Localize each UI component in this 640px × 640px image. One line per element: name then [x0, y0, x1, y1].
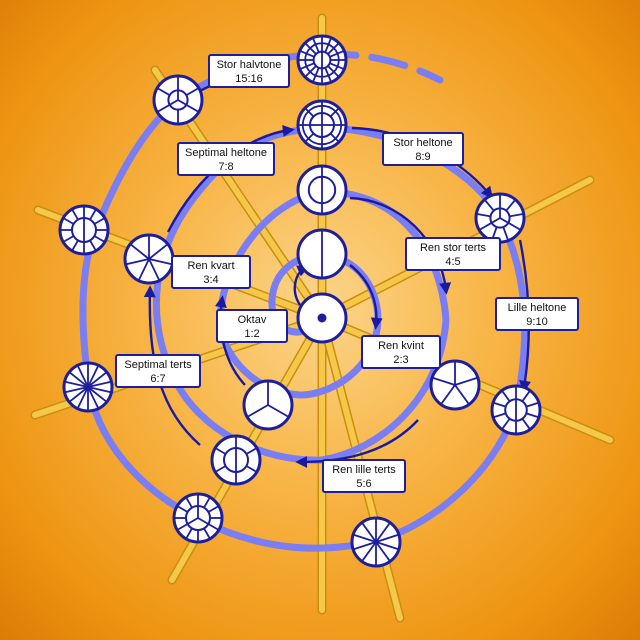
arrow-ren-kvint: [349, 264, 383, 330]
node-n14[interactable]: [62, 361, 114, 413]
node-n5[interactable]: [429, 359, 481, 411]
svg-text:8:9: 8:9: [415, 151, 430, 163]
ringed-tenths-icon: [350, 516, 402, 568]
svg-text:Oktav: Oktav: [238, 314, 267, 326]
double-ringed-icon: [296, 34, 348, 86]
label-stor-halvtone[interactable]: Stor halvtone 15:16: [208, 54, 290, 88]
label-ren-kvart[interactable]: Ren kvart 3:4: [171, 255, 251, 289]
label-lille-heltone[interactable]: Lille heltone 9:10: [495, 297, 579, 331]
halved-circle-icon: [296, 228, 348, 280]
ringed-sixths-icon: [58, 204, 110, 256]
node-n6b[interactable]: [172, 492, 224, 544]
five-sector-icon: [429, 359, 481, 411]
node-n10[interactable]: [490, 384, 542, 436]
svg-text:9:10: 9:10: [526, 316, 547, 328]
node-n2[interactable]: [296, 228, 348, 280]
seven-sector-icon: [123, 233, 175, 285]
svg-text:Ren lille terts: Ren lille terts: [332, 464, 396, 476]
svg-text:Stor heltone: Stor heltone: [393, 137, 452, 149]
node-n4[interactable]: [296, 164, 348, 216]
svg-text:Lille heltone: Lille heltone: [508, 302, 567, 314]
svg-text:Stor halvtone: Stor halvtone: [217, 59, 282, 71]
ringed-quarters-icon: [296, 99, 348, 151]
label-septimal-terts[interactable]: Septimal terts 6:7: [115, 354, 201, 388]
label-ren-stor-terts[interactable]: Ren stor terts 4:5: [405, 237, 501, 271]
arrow-ren-lille-terts: [295, 419, 419, 468]
svg-text:6:7: 6:7: [150, 373, 165, 385]
svg-text:1:2: 1:2: [244, 328, 259, 340]
ringed-thirds-icon: [474, 192, 526, 244]
node-n12[interactable]: [58, 204, 110, 256]
svg-text:15:16: 15:16: [235, 73, 263, 85]
ringed-halves-icon: [296, 164, 348, 216]
label-stor-heltone[interactable]: Stor heltone 8:9: [382, 132, 464, 166]
label-oktav[interactable]: Oktav 1:2: [216, 309, 288, 343]
thirds-ringed-icon: [172, 492, 224, 544]
svg-text:Ren kvint: Ren kvint: [378, 340, 424, 352]
svg-text:4:5: 4:5: [445, 256, 460, 268]
ringed-sevenths-icon: [62, 361, 114, 413]
label-layer: Oktav 1:2 Ren kvint 2:3 Ren kvart 3:4 Re…: [115, 54, 579, 493]
three-sector-icon: [242, 379, 294, 431]
arrow-ren-stor-terts: [349, 196, 452, 295]
svg-text:5:6: 5:6: [356, 478, 371, 490]
dot-circle-icon: [296, 292, 348, 344]
label-ren-kvint[interactable]: Ren kvint 2:3: [361, 335, 441, 369]
node-n20[interactable]: [350, 516, 402, 568]
node-n7[interactable]: [123, 233, 175, 285]
node-n6[interactable]: [210, 434, 262, 486]
svg-text:Ren stor terts: Ren stor terts: [420, 242, 487, 254]
ringed-thirds-icon: [210, 434, 262, 486]
svg-text:Septimal heltone: Septimal heltone: [185, 147, 267, 159]
node-n3[interactable]: [242, 379, 294, 431]
svg-text:7:8: 7:8: [218, 161, 233, 173]
svg-text:Ren kvart: Ren kvart: [187, 260, 234, 272]
label-septimal-heltone[interactable]: Septimal heltone 7:8: [177, 142, 275, 176]
node-n8[interactable]: [296, 99, 348, 151]
node-n1[interactable]: [296, 292, 348, 344]
node-layer: [58, 34, 542, 568]
node-n16[interactable]: [296, 34, 348, 86]
label-ren-lille-terts[interactable]: Ren lille terts 5:6: [322, 459, 406, 493]
svg-text:2:3: 2:3: [393, 354, 408, 366]
node-n9[interactable]: [474, 192, 526, 244]
ringed-fifths-icon: [490, 384, 542, 436]
svg-text:Septimal terts: Septimal terts: [124, 359, 192, 371]
ringed-ninths-icon: [152, 74, 204, 126]
node-n18[interactable]: [152, 74, 204, 126]
svg-text:3:4: 3:4: [203, 274, 218, 286]
